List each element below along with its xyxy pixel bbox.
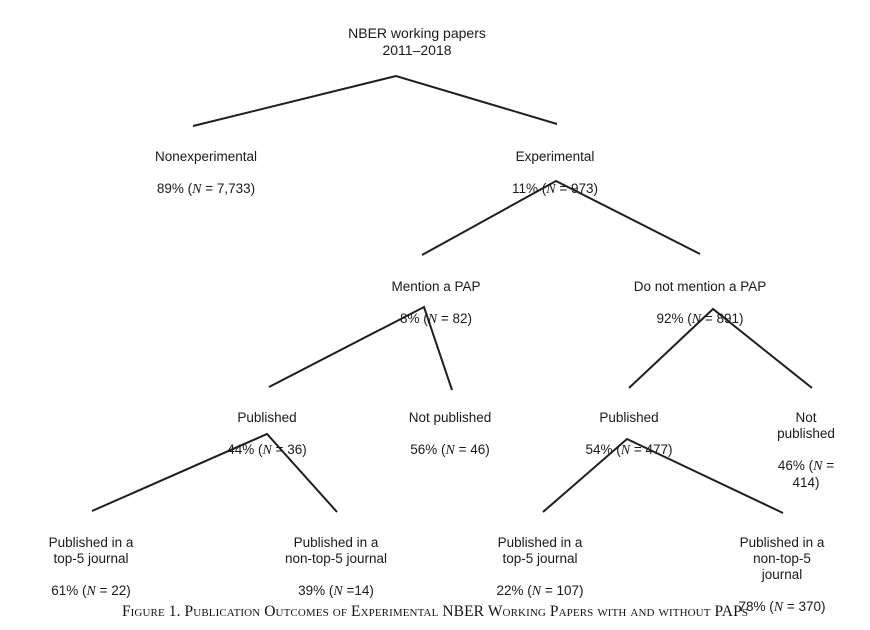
node-pap-top5-label: Published in a top-5 journal (48, 535, 134, 566)
node-no-mention-pap-label: Do not mention a PAP (633, 279, 767, 294)
edge-no-mention-pap-to-level4 (628, 307, 813, 389)
node-nopap-nontop5-stats: 78% (N = 370) (738, 599, 826, 615)
node-pap-nontop5-stats: 39% (N =14) (298, 583, 374, 599)
node-experimental-stats: 11% (N = 973) (511, 181, 599, 197)
node-pap-published-label: Published (237, 410, 297, 425)
node-nopap-top5-label: Published in a top-5 journal (497, 535, 583, 566)
node-no-mention-pap-stats: 92% (N = 891) (656, 311, 744, 327)
node-pap-not-published-label: Not published (408, 410, 492, 425)
node-nopap-not-published-stats: 46% (N = 414) (777, 458, 835, 490)
node-pap-nontop5-label: Published in a non-top-5 journal (284, 535, 388, 566)
node-nopap-published-stats: 54% (N = 477) (585, 442, 673, 458)
node-no-mention-pap: Do not mention a PAP 92% (N = 891) (634, 263, 767, 344)
node-experimental-label: Experimental (515, 149, 595, 164)
node-pap-not-published-stats: 56% (N = 46) (410, 442, 490, 458)
node-nopap-published-label: Published (599, 410, 659, 425)
node-pap-nontop5: Published in a non-top-5 journal 39% (N … (285, 519, 387, 616)
node-mention-pap: Mention a PAP 8% (N = 82) (391, 263, 480, 344)
edge-mention-pap-to-level4 (268, 305, 453, 391)
node-nonexperimental-label: Nonexperimental (154, 149, 258, 164)
figure-caption: Figure 1. Publication Outcomes of Experi… (121, 603, 749, 620)
node-pap-not-published: Not published 56% (N = 46) (409, 394, 492, 475)
node-pap-top5: Published in a top-5 journal 61% (N = 22… (49, 519, 134, 616)
node-mention-pap-label: Mention a PAP (391, 279, 481, 294)
node-pap-top5-stats: 61% (N = 22) (51, 583, 131, 599)
node-mention-pap-stats: 8% (N = 82) (399, 311, 472, 327)
node-nopap-top5-stats: 22% (N = 107) (496, 583, 584, 599)
node-root-label: NBER working papers 2011–2018 (348, 25, 486, 58)
node-nopap-not-published-label: Not published (777, 410, 835, 441)
node-nopap-nontop5: Published in a non-top-5 journal 78% (N … (738, 519, 826, 630)
edge-root-to-level2 (192, 74, 558, 127)
node-nonexperimental: Nonexperimental 89% (N = 7,733) (155, 133, 257, 214)
edge-nopap-published-to-level5 (542, 437, 784, 514)
node-nopap-published: Published 54% (N = 477) (585, 394, 672, 475)
edge-experimental-to-level3 (421, 179, 701, 256)
node-nonexperimental-stats: 89% (N = 7,733) (156, 181, 256, 197)
node-nopap-nontop5-label: Published in a non-top-5 journal (739, 535, 825, 582)
node-nopap-top5: Published in a top-5 journal 22% (N = 10… (496, 519, 583, 616)
node-pap-published-stats: 44% (N = 36) (227, 442, 307, 458)
node-experimental: Experimental 11% (N = 973) (512, 133, 598, 214)
node-nopap-not-published: Not published 46% (N = 414) (774, 394, 838, 507)
node-pap-published: Published 44% (N = 36) (227, 394, 307, 475)
node-root: NBER working papers 2011–2018 (348, 8, 486, 76)
edge-pap-published-to-level5 (91, 432, 338, 513)
